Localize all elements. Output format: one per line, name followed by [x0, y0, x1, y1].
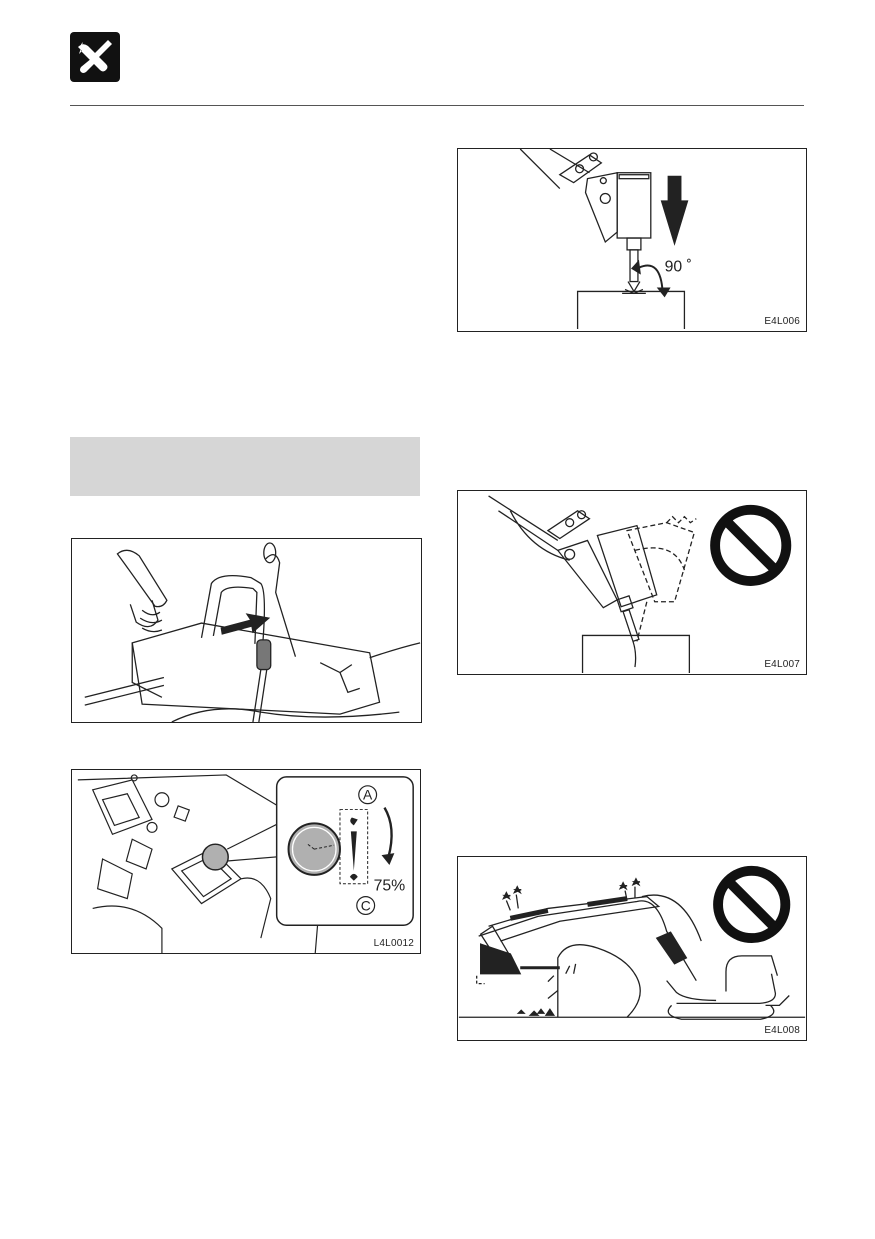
angle-label: 90 ˚	[665, 259, 692, 276]
figure-code: E4L008	[764, 1025, 800, 1036]
label-a: A	[363, 787, 373, 803]
figure-code: E4L006	[764, 316, 800, 327]
label-c: C	[361, 897, 371, 913]
excavator-prohibited-illustration	[458, 865, 806, 1020]
figure-lever	[71, 538, 422, 723]
tools-icon	[70, 32, 120, 82]
figure-breaker-90deg: 90 ˚ E4L006	[457, 148, 807, 332]
figure-code: L4L0012	[373, 938, 414, 949]
figure-throttle-dial: A C 75% L4L0012	[71, 769, 421, 954]
figure-code: E4L007	[764, 659, 800, 670]
percent-label: 75%	[374, 878, 406, 895]
section-heading-box	[70, 437, 420, 496]
header-rule	[70, 105, 804, 106]
figure-excavator-prohibited: E4L008	[457, 856, 807, 1041]
throttle-dial-illustration: A C 75%	[77, 774, 414, 953]
breaker-90deg-illustration: 90 ˚	[519, 149, 692, 330]
breaker-tilted-illustration	[488, 495, 792, 674]
lever-illustration	[84, 542, 421, 722]
figure-breaker-tilted-prohibited: E4L007	[457, 490, 807, 675]
